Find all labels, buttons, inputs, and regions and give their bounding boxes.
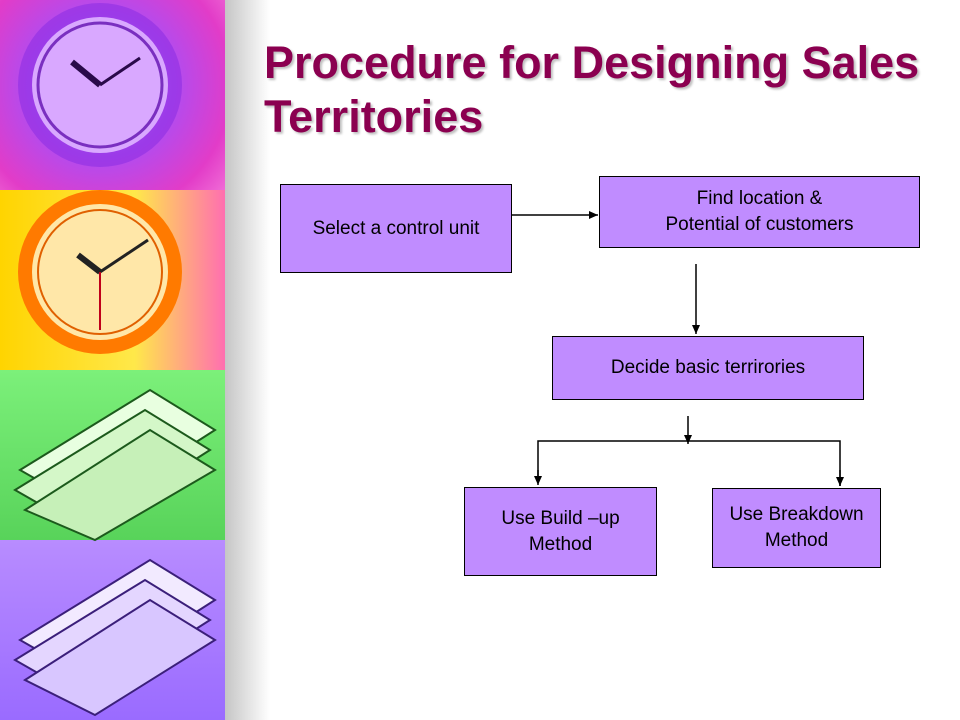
- decide-territories-box: Decide basic terrirories: [552, 336, 864, 400]
- find-location-box: Find location & Potential of customers: [599, 176, 920, 248]
- select-control-unit-box: Select a control unit: [280, 184, 512, 273]
- breakdown-label-2: Method: [764, 530, 829, 551]
- green-papers-icon: [13, 388, 217, 542]
- purple-clock-icon: [18, 3, 182, 167]
- decide-territories-label: Decide basic terrirories: [610, 357, 806, 378]
- build-up-label-1: Use Build –up: [501, 507, 620, 529]
- find-location-label-2: Potential of customers: [665, 214, 854, 235]
- strip-shadow: [225, 0, 270, 720]
- breakdown-label-1: Use Breakdown: [729, 504, 864, 525]
- orange-clock-icon: [18, 190, 182, 354]
- decorative-photo-strip: [0, 0, 225, 720]
- breakdown-method-box: Use Breakdown Method: [712, 488, 881, 568]
- find-location-label-1: Find location &: [696, 188, 823, 209]
- select-control-unit-label: Select a control unit: [312, 217, 480, 239]
- build-up-label-2: Method: [528, 533, 593, 555]
- split-connector: [537, 440, 841, 486]
- build-up-method-box: Use Build –up Method: [464, 487, 657, 576]
- violet-papers-icon: [13, 558, 217, 717]
- strip-illustrations: [13, 3, 217, 717]
- slide-title: Procedure for Designing Sales Territorie…: [264, 37, 920, 142]
